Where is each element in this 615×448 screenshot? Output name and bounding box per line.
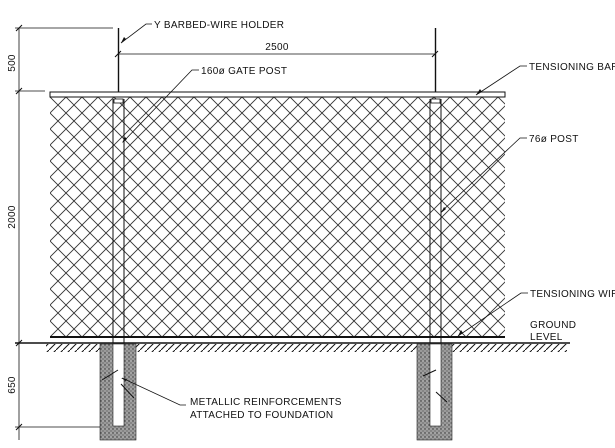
- chain-link-mesh: [50, 97, 505, 337]
- vertical-dimensions: 500 2000 650: [7, 24, 113, 440]
- svg-text:LEVEL: LEVEL: [530, 332, 563, 343]
- post-spacing-dimension: 2500: [114, 42, 439, 58]
- svg-text:ATTACHED TO FOUNDATION: ATTACHED TO FOUNDATION: [190, 410, 333, 421]
- left-foundation: [99, 343, 137, 441]
- svg-text:METALLIC REINFORCEMENTS: METALLIC REINFORCEMENTS: [190, 397, 342, 408]
- svg-text:GROUND: GROUND: [530, 320, 576, 331]
- dim-post-spacing: 2500: [265, 42, 289, 53]
- svg-text:160ø GATE POST: 160ø GATE POST: [201, 66, 287, 77]
- label-tensioning-bar: TENSIONING BAR: [475, 62, 615, 96]
- label-barbed-wire-holder: Y BARBED-WIRE HOLDER: [120, 20, 284, 44]
- label-post: 76ø POST: [440, 134, 579, 213]
- dim-foundation-depth: 650: [7, 376, 18, 394]
- label-metallic-reinforcements: METALLIC REINFORCEMENTS ATTACHED TO FOUN…: [121, 377, 342, 421]
- right-foundation: [416, 343, 453, 441]
- right-post: [429, 28, 442, 343]
- label-gate-post: 160ø GATE POST: [122, 66, 287, 143]
- svg-text:TENSIONING BAR: TENSIONING BAR: [529, 62, 615, 73]
- svg-text:76ø POST: 76ø POST: [529, 134, 579, 145]
- label-tensioning-wire: TENSIONING WIRE: [457, 289, 615, 337]
- svg-text:TENSIONING WIRE: TENSIONING WIRE: [530, 289, 615, 300]
- ground-hatch: [46, 344, 567, 352]
- svg-text:Y BARBED-WIRE HOLDER: Y BARBED-WIRE HOLDER: [154, 20, 284, 31]
- left-gate-post: [112, 28, 125, 343]
- tensioning-bar: [49, 91, 506, 98]
- dim-barbed-wire-height: 500: [7, 54, 18, 72]
- dim-fence-height: 2000: [7, 205, 18, 229]
- label-ground-level: GROUND LEVEL: [530, 320, 576, 343]
